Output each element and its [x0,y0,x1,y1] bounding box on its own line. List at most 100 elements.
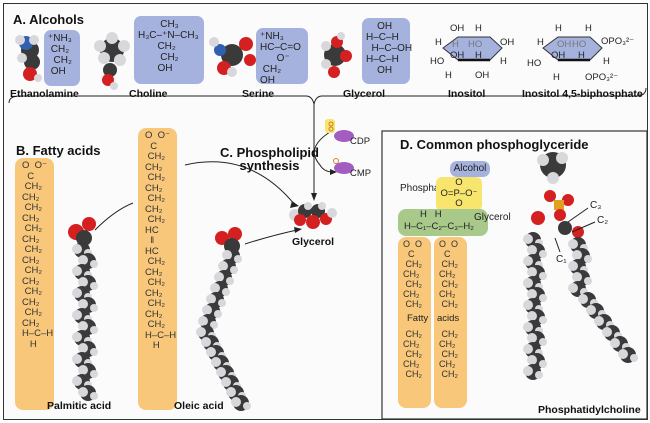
ip2-oh-inner: OH [557,39,572,50]
cmp-icon [333,158,354,174]
fatty-label: Fatty [407,313,429,324]
inositol-oh-top: OH [450,23,465,34]
palmitic-hydrogen [72,332,82,342]
phosphatidylcholine-hydrogen [523,322,533,332]
oleic-hydrogen [210,283,220,293]
glycerol-product-model [289,202,337,229]
palmitic-acid-model [68,217,98,401]
oleic-hydrogen [230,266,238,274]
alcohol-box: Alcohol [450,161,490,177]
phosphatidylcholine-hydrogen [523,234,533,244]
serine-structure: ⁺NH₃ HC–C=O O⁻ CH₂ OH [256,28,308,86]
oleic-hydrogen [202,305,212,315]
fatty-acid-chain-2: O O C CH₂ CH₂ CH₂ CH₂ CH₂ CH₂ CH₂ CH₂ CH… [434,237,467,408]
oleic-hydrogen [234,255,242,263]
inositol-oh-right: OH [500,37,515,48]
glycerol-backbone: H H H–C₁–C₂–C₃–H₂ [398,209,488,236]
palmitic-hydrogen [78,321,88,331]
ip2-h-top1: H [555,23,562,34]
glycerol-h-row: H H [420,209,442,220]
palmitic-hydrogen [78,343,88,353]
phosphatidylcholine-hydrogen [527,289,537,299]
oleic-hydrogen [206,347,216,357]
palmitic-hydrogen [78,277,88,287]
oleic-hydrogen [222,250,232,260]
oleic-hydrogen [206,294,216,304]
glycerol-c-row: H–C₁–C₂–C₃–H₂ [404,220,474,232]
ip2-h-inner: H [578,50,585,61]
phosphatidylcholine-hydrogen [539,360,547,368]
phosphatidylcholine-hydrogen [539,316,547,324]
fatty-acid-chain-1-formula: O O C CH₂ CH₂ CH₂ CH₂ CH₂ CH₂ CH₂ CH₂ CH… [403,239,423,379]
oleic-hydrogen [221,377,231,387]
cmp-label: CMP [350,168,372,179]
phosphatidylcholine-hydrogen [539,250,547,258]
arrow-oleic-model [244,229,298,245]
cdp-label: CDP [350,136,371,147]
acids-label: acids [437,313,460,324]
choline-structure: CH₃ H₃C–⁺N–CH₃ CH₂ CH₂ OH [134,16,204,84]
palmitic-hydrogen [72,244,82,254]
oleic-hydrogen [214,310,222,318]
inositol-oh-bottom: OH [475,70,490,81]
c1-label: C₁ [556,254,567,265]
inositol-ho-inner: HO [468,39,483,50]
palmitic-hydrogen [78,255,88,265]
palmitic-hydrogen [90,326,98,334]
phosphatidylcholine-hydrogen [539,338,547,346]
phosphatidylcholine-hydrogen [527,311,537,321]
phosphatidylcholine-hydrogen [539,272,547,280]
phosphatidylcholine-hydrogen [610,338,620,348]
phosphatidylcholine-model [523,152,638,380]
phosphatidylcholine-label: Phosphatidylcholine [538,404,641,416]
inositol-biphosphate-ring [542,36,603,62]
ip2-ho-left: HO [527,58,542,69]
palmitic-hydrogen [90,370,98,378]
phosphatidylcholine-hydrogen [572,250,582,260]
oleic-acid-label: Oleic acid [174,400,224,412]
phosphatidylcholine-hydrogen [523,366,533,376]
serine-model [209,37,256,77]
oleic-hydrogen [210,321,218,329]
phosphatidylcholine-hydrogen [527,245,537,255]
phosphate-label: Phosphate [400,183,448,194]
oleic-hydrogen [243,402,251,410]
oleic-hydrogen [231,397,241,407]
palmitic-acid-formula: O O⁻ C CH₂ CH₂ CH₂ CH₂ CH₂ CH₂ CH₂ CH₂ C… [22,160,54,350]
palmitic-hydrogen [78,299,88,309]
inositol-h-bottom: H [445,70,452,81]
palmitic-acid-structure: O O⁻ C CH₂ CH₂ CH₂ CH₂ CH₂ CH₂ CH₂ CH₂ C… [15,158,54,410]
arrow-cdp-cmp [313,131,334,173]
c2-label: C₂ [597,215,609,226]
phosphatidylcholine-hydrogen [602,327,612,337]
inositol-h-inner2: H [452,39,459,50]
ethanolamine-model [15,35,42,82]
serine-label: Serine [242,88,275,100]
section-b-title: B. Fatty acids [16,143,101,158]
palmitic-hydrogen [90,282,98,290]
fatty-acid-chain-2-formula: O O C CH₂ CH₂ CH₂ CH₂ CH₂ CH₂ CH₂ CH₂ CH… [439,239,459,379]
phosphatidylcholine-hydrogen [568,239,578,249]
arrow-palmitic [94,202,134,231]
glycerol-label: Glycerol [343,88,386,100]
inositol-ring [442,36,503,62]
oleic-hydrogen [198,316,208,326]
ip2-h-right: H [603,56,610,67]
oleic-hydrogen [226,277,234,285]
palmitic-hydrogen [78,387,88,397]
phosphatidylcholine-hydrogen [568,261,578,271]
section-d-box [381,130,648,420]
choline-model [94,32,130,90]
oleic-hydrogen [222,288,230,296]
ip2-opo3-bottom: OPO₃²⁻ [585,72,619,83]
ip2-oh-inner2: OH [551,50,566,61]
phosphatidylcholine-hydrogen [618,349,628,359]
palmitic-hydrogen [90,348,98,356]
oleic-hydrogen [201,337,211,347]
phosphatidylcholine-hydrogen [584,277,592,285]
ip2-h-top2: H [585,23,592,34]
fatty-acid-chain-1: O O C CH₂ CH₂ CH₂ CH₂ CH₂ CH₂ CH₂ CH₂ CH… [398,237,431,408]
oleic-acid-structure: O O⁻ C CH₂ CH₂ CH₂ CH₂ CH₂ CH₂ CH₂ HC ‖ … [138,128,177,410]
oleic-hydrogen [196,327,206,337]
phosphatidylcholine-hydrogen [572,272,582,282]
